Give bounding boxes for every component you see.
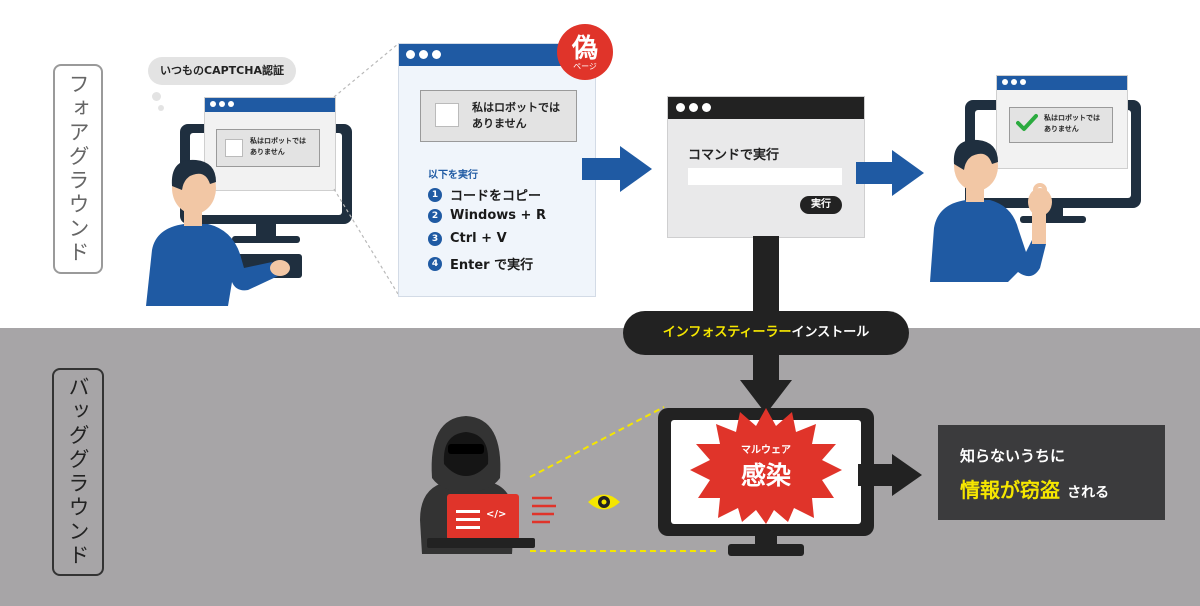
- step-number: 2: [428, 208, 442, 223]
- foreground-label: フォアグラウンド: [53, 64, 103, 274]
- laptop-base: [427, 538, 535, 548]
- thought-bubble: [148, 57, 296, 85]
- step-text: Windows + R: [450, 208, 546, 223]
- monitor-2-base: [1020, 216, 1086, 223]
- instruction-step-4: 4 Enter で実行: [428, 254, 533, 273]
- laptop-line: [456, 518, 480, 521]
- captcha-label-small-2: ありません: [250, 148, 285, 156]
- monitor-1-stand: [256, 224, 276, 238]
- infected-monitor-base: [728, 544, 804, 556]
- user-person: [146, 159, 290, 306]
- instructions-heading: 以下を実行: [428, 170, 478, 181]
- arrow-down-icon: [740, 380, 792, 414]
- instruction-step-2: 2 Windows + R: [428, 208, 546, 223]
- captcha-box-small[interactable]: [216, 129, 320, 167]
- arrow-right-icon: [582, 146, 652, 192]
- thought-dot: [158, 105, 164, 111]
- step-text: Enter で実行: [450, 258, 534, 273]
- infected-monitor-stand: [755, 536, 777, 546]
- step-number: 1: [428, 187, 442, 202]
- laptop-line: [456, 526, 480, 529]
- captcha-label-checked-2: ありません: [1044, 125, 1079, 133]
- captcha-label-1: 私はロボットでは: [472, 101, 560, 114]
- monitor-2-stand: [1043, 208, 1063, 218]
- infection-big-text: 感染: [740, 461, 791, 490]
- install-label-text: インフォスティーラーインストール: [623, 311, 909, 355]
- command-input[interactable]: [688, 168, 842, 185]
- result-rest: される: [1067, 485, 1110, 501]
- install-label-rest: インストール: [791, 325, 870, 340]
- run-button[interactable]: 実行: [800, 196, 842, 214]
- hacker-laptop: [447, 494, 519, 540]
- checkmark-icon: [1016, 114, 1038, 131]
- motion-lines: [532, 496, 556, 524]
- run-dialog-title: コマンドで実行: [688, 148, 780, 163]
- eye-icon: [588, 494, 620, 510]
- captcha-label-small-1: 私はロボットでは: [250, 137, 306, 145]
- step-text: コードをコピー: [450, 189, 542, 204]
- fake-page-window: [398, 43, 596, 297]
- satisfied-person: [930, 139, 1052, 282]
- captcha-box[interactable]: [420, 90, 577, 142]
- step-number: 3: [428, 231, 442, 246]
- result-line-2: 情報が窃盗 される: [960, 474, 1109, 503]
- run-dialog-window: [667, 96, 865, 238]
- background-label: バッググラウンド: [52, 368, 104, 576]
- result-line-1: 知らないうちに: [960, 447, 1066, 465]
- code-icon: </>: [486, 509, 507, 520]
- result-highlight: 情報が窃盗: [960, 478, 1060, 502]
- infection-small-text: マルウェア: [741, 445, 791, 456]
- arrow-right-icon: [858, 454, 922, 496]
- step-text: Ctrl + V: [450, 231, 507, 246]
- fake-badge-main: 偽: [571, 34, 598, 64]
- thought-dot: [152, 92, 161, 101]
- step-number: 4: [428, 256, 442, 271]
- monitor-1-base: [232, 236, 300, 243]
- result-box: [938, 425, 1165, 520]
- instruction-step-1: 1 コードをコピー: [428, 185, 541, 204]
- starburst-icon: [690, 408, 842, 524]
- captcha-label-2: ありません: [472, 117, 527, 130]
- fake-badge-sub: ページ: [573, 62, 597, 71]
- fake-page-badge: [557, 24, 613, 80]
- captcha-label-checked-1: 私はロボットでは: [1044, 114, 1100, 122]
- laptop-line: [456, 510, 480, 513]
- install-label-highlight: インフォスティーラー: [662, 325, 792, 340]
- instruction-step-3: 3 Ctrl + V: [428, 231, 507, 246]
- thought-bubble-text: いつものCAPTCHA認証: [160, 64, 284, 77]
- arrow-right-icon: [856, 150, 924, 196]
- install-label: [623, 311, 909, 355]
